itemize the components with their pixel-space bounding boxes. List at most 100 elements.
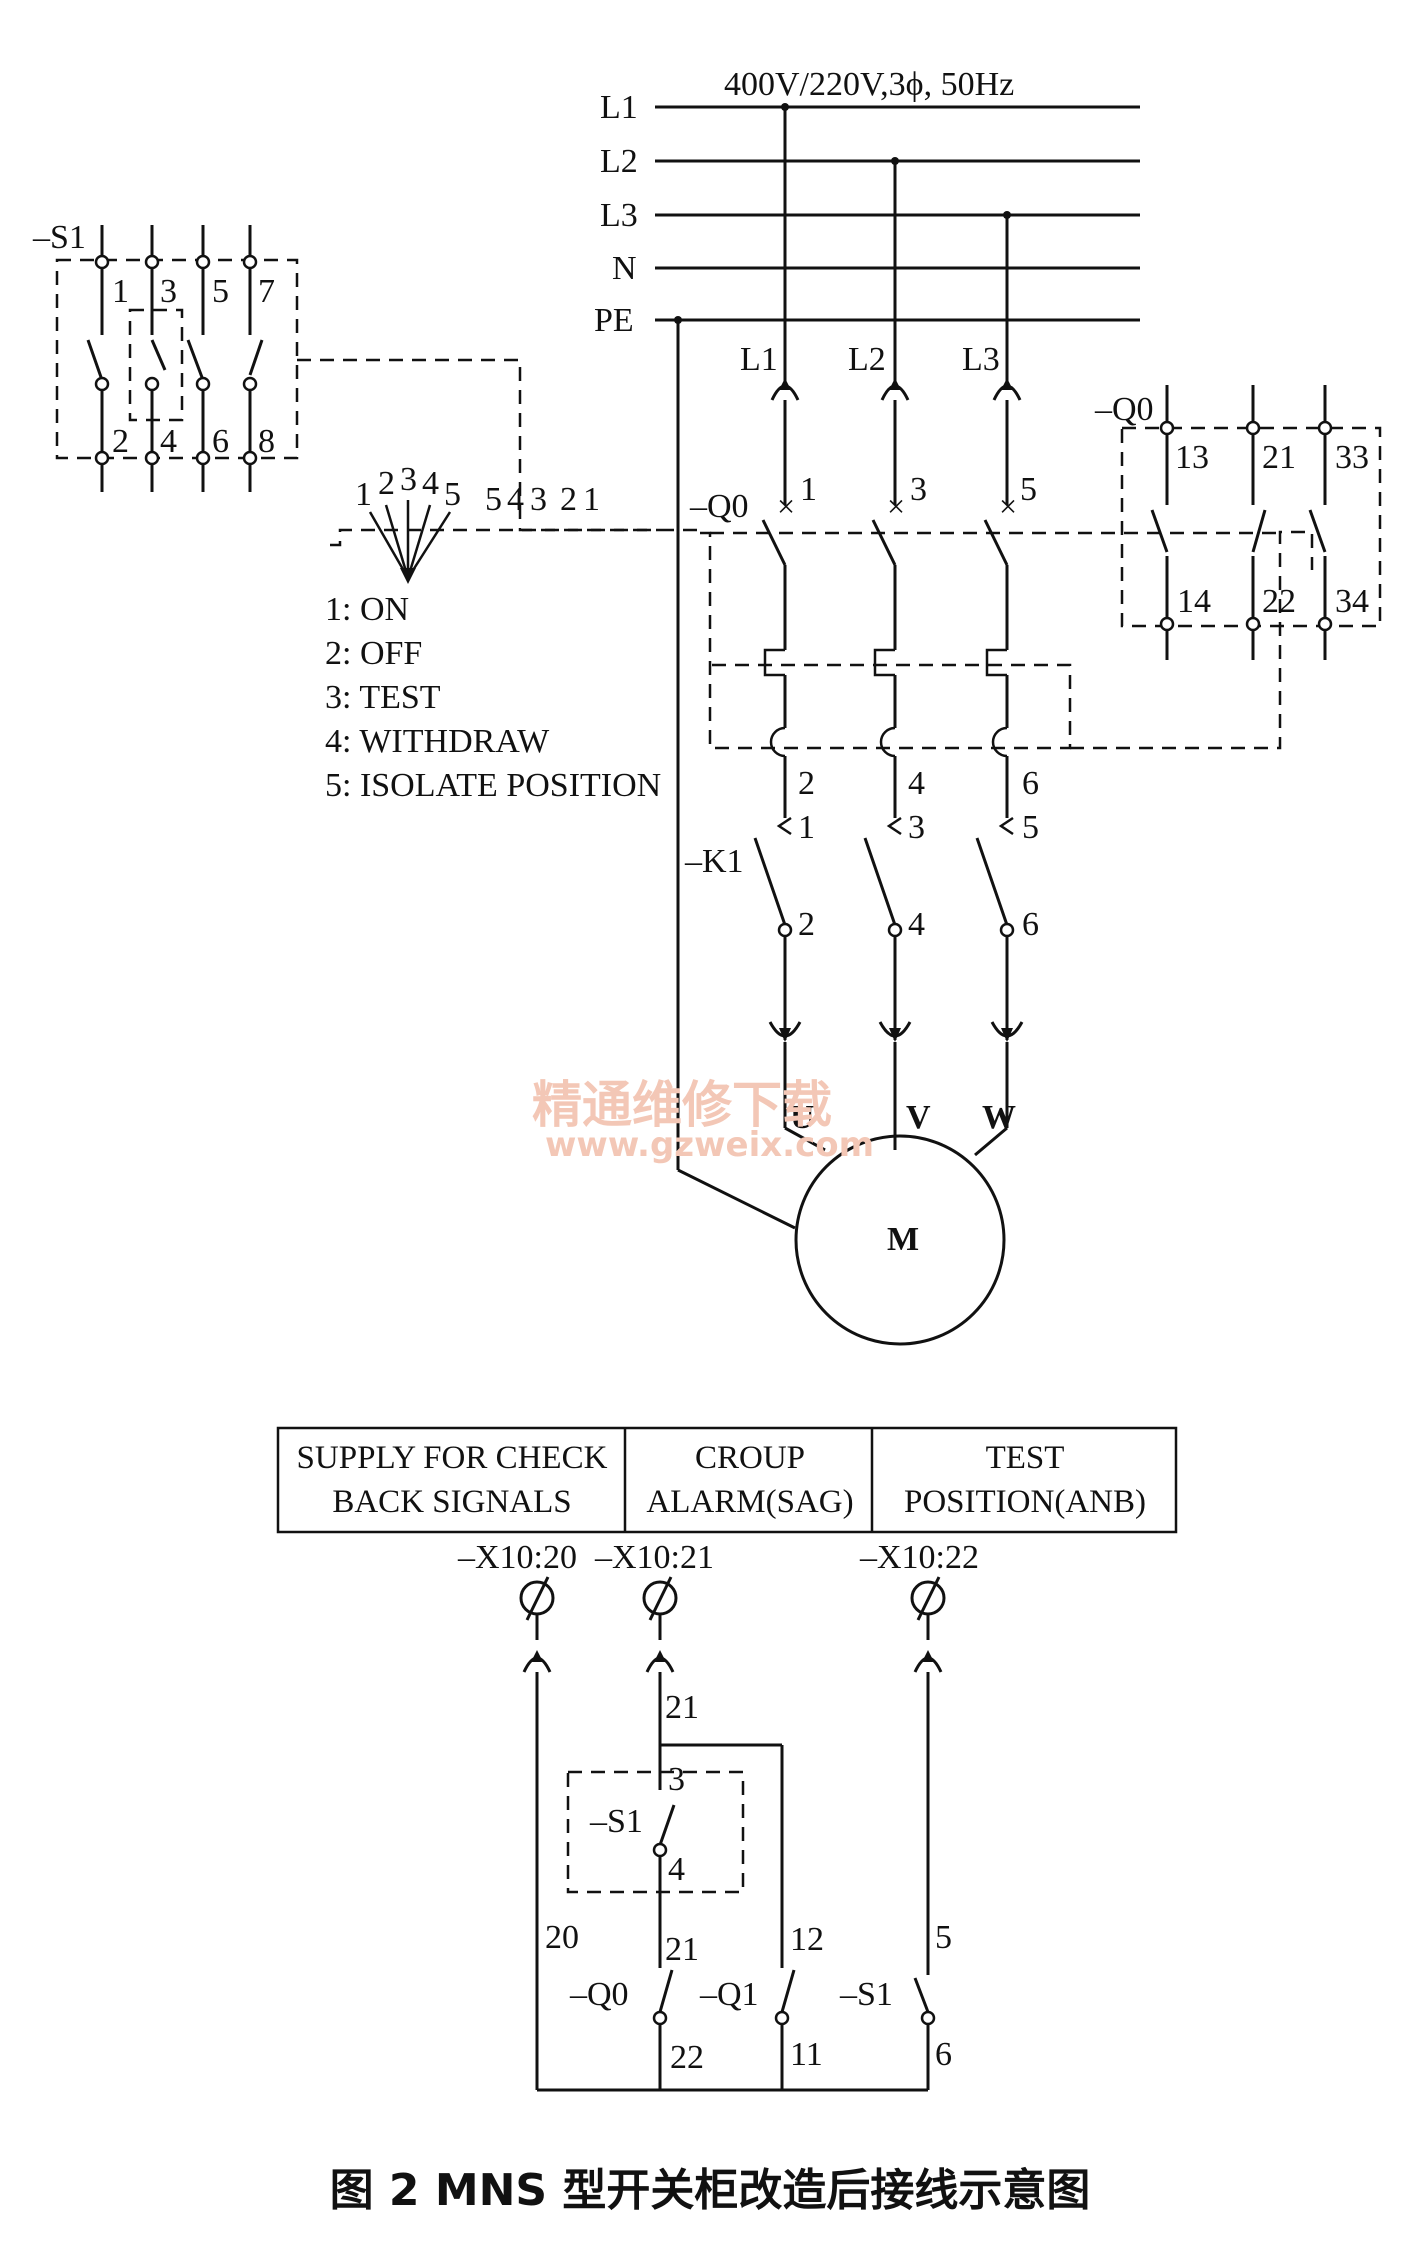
q0-aux-contacts: –Q0 13 21 33 14 22 34 <box>710 385 1382 660</box>
q0-plug-terminal-5: 5 <box>1022 809 1039 846</box>
q0-aux-terminal-34: 34 <box>1335 583 1369 620</box>
svg-text:×: × <box>887 488 905 524</box>
s1-terminal-4: 4 <box>160 423 177 460</box>
motor-circle <box>794 1134 1006 1346</box>
motor-phase-w: W <box>982 1099 1016 1136</box>
q0-breaker: –Q0 × × × 1 3 5 2 4 6 1 3 5 <box>689 471 1314 846</box>
motor-phase-v: V <box>906 1099 931 1136</box>
q0-aux-terminal-33: 33 <box>1335 439 1369 476</box>
bus-label-pe: PE <box>594 302 634 339</box>
selector-pos-3: 3 <box>400 461 417 498</box>
selector-pos-2: 2 <box>378 465 395 502</box>
ctrl-q1-contact-12: 12 <box>790 1921 824 1958</box>
tap-label-l2: L2 <box>848 341 886 378</box>
bus-label-l2: L2 <box>600 143 638 180</box>
selector-contact-5: 5 <box>485 481 502 518</box>
ctrl-q0-name: –Q0 <box>569 1976 629 2013</box>
q0-plug-terminal-1: 1 <box>798 809 815 846</box>
phase-conductors: L1 L2 L3 <box>676 107 1022 1230</box>
selector-contact-4: 4 <box>507 481 524 518</box>
s1-name: –S1 <box>32 219 86 256</box>
selector-pos-4: 4 <box>422 465 439 502</box>
ctrl-s1b-contact-6: 6 <box>935 2036 952 2073</box>
terminal-x10-20: –X10:20 <box>457 1539 577 1576</box>
q0-load-terminal-2: 2 <box>798 765 815 802</box>
ctrl-s1b-name: –S1 <box>839 1976 893 2013</box>
s1-terminal-5: 5 <box>212 273 229 310</box>
ctrl-q1-name: –Q1 <box>699 1976 759 2013</box>
q0-aux-name: –Q0 <box>1094 391 1154 428</box>
selector-pos-1: 1 <box>355 476 372 513</box>
q0-load-terminal-4: 4 <box>908 765 925 802</box>
table-col2-line1: CROUP <box>695 1440 805 1476</box>
table-col2-line2: ALARM(SAG) <box>646 1484 853 1520</box>
bus-label-n: N <box>612 250 637 287</box>
supply-voltage-label: 400V/220V,3ϕ, 50Hz <box>724 66 1014 103</box>
watermark-line1: 精通维修下载 <box>532 1076 832 1134</box>
svg-text:×: × <box>999 488 1017 524</box>
k1-terminal-4: 4 <box>908 906 925 943</box>
terminal-x10-22: –X10:22 <box>859 1539 979 1576</box>
ctrl-s1-contact-3: 3 <box>668 1761 685 1798</box>
s1-switch: –S1 1 3 5 7 <box>32 219 660 532</box>
selector-legend-test: 3: TEST <box>325 679 441 716</box>
tap-label-l3: L3 <box>962 341 1000 378</box>
motor: U V W M <box>783 1085 1016 1346</box>
q0-line-terminal-3: 3 <box>910 471 927 508</box>
q0-aux-terminal-14: 14 <box>1177 583 1211 620</box>
table-col3-line2: POSITION(ANB) <box>904 1484 1146 1520</box>
k1-name: –K1 <box>684 843 744 880</box>
q0-plug-terminal-3: 3 <box>908 809 925 846</box>
q0-load-terminal-6: 6 <box>1022 765 1039 802</box>
q0-breaker-name: –Q0 <box>689 488 749 525</box>
k1-terminal-2: 2 <box>798 906 815 943</box>
motor-label: M <box>887 1221 919 1258</box>
supply-busbars: 400V/220V,3ϕ, 50Hz L1 L2 L3 N PE <box>594 66 1140 339</box>
s1-terminal-8: 8 <box>258 423 275 460</box>
selector-legend-withdraw: 4: WITHDRAW <box>325 723 550 760</box>
ctrl-s1b-contact-5: 5 <box>935 1919 952 1956</box>
q0-line-terminal-5: 5 <box>1020 471 1037 508</box>
selector-legend-isolate: 5: ISOLATE POSITION <box>325 767 661 804</box>
q0-line-terminal-1: 1 <box>800 471 817 508</box>
watermark: 精通维修下载 www.gzweix.com <box>532 1076 874 1165</box>
s1-terminal-3: 3 <box>160 273 177 310</box>
wire-20-label: 20 <box>545 1919 579 1956</box>
table-col1-line1: SUPPLY FOR CHECK <box>297 1440 608 1476</box>
k1-contactor: –K1 2 4 6 <box>684 837 1039 1085</box>
motor-phase-u: U <box>790 1099 815 1136</box>
position-selector: 1 2 3 4 5 5 4 3 2 1 1: ON 2: OFF 3: TEST… <box>325 461 700 804</box>
s1-terminal-2: 2 <box>112 423 129 460</box>
ctrl-q0-contact-21: 21 <box>665 1931 699 1968</box>
ctrl-s1-name: –S1 <box>589 1803 643 1840</box>
ctrl-s1-contact-4: 4 <box>668 1851 685 1888</box>
watermark-line2: www.gzweix.com <box>545 1125 874 1165</box>
s1-terminal-1: 1 <box>112 273 129 310</box>
signal-table: SUPPLY FOR CHECK BACK SIGNALS CROUP ALAR… <box>276 1426 1178 1534</box>
table-col1-line2: BACK SIGNALS <box>332 1484 571 1520</box>
wire-21-label: 21 <box>665 1689 699 1726</box>
ctrl-q1-contact-11: 11 <box>790 2036 823 2073</box>
k1-terminal-6: 6 <box>1022 906 1039 943</box>
q0-aux-terminal-13: 13 <box>1175 439 1209 476</box>
s1-terminal-6: 6 <box>212 423 229 460</box>
control-circuit: –X10:20 –X10:21 –X10:22 20 21 –S1 3 4 <box>457 1539 979 2092</box>
selector-legend-on: 1: ON <box>325 591 409 628</box>
s1-terminal-7: 7 <box>258 273 275 310</box>
selector-legend-off: 2: OFF <box>325 635 422 672</box>
bus-label-l1: L1 <box>600 89 638 126</box>
selector-contact-1: 1 <box>583 481 600 518</box>
selector-contact-2: 2 <box>560 481 577 518</box>
bus-label-l3: L3 <box>600 197 638 234</box>
selector-contact-3: 3 <box>530 481 547 518</box>
q0-aux-terminal-21: 21 <box>1262 439 1296 476</box>
q0-aux-terminal-22: 22 <box>1262 583 1296 620</box>
table-col3-line1: TEST <box>986 1440 1065 1476</box>
figure-caption: 图 2 MNS 型开关柜改造后接线示意图 <box>330 2165 1091 2216</box>
ctrl-q0-contact-22: 22 <box>670 2039 704 2076</box>
tap-label-l1: L1 <box>740 341 778 378</box>
svg-text:×: × <box>777 488 795 524</box>
selector-pos-5: 5 <box>444 476 461 513</box>
terminal-x10-21: –X10:21 <box>594 1539 714 1576</box>
